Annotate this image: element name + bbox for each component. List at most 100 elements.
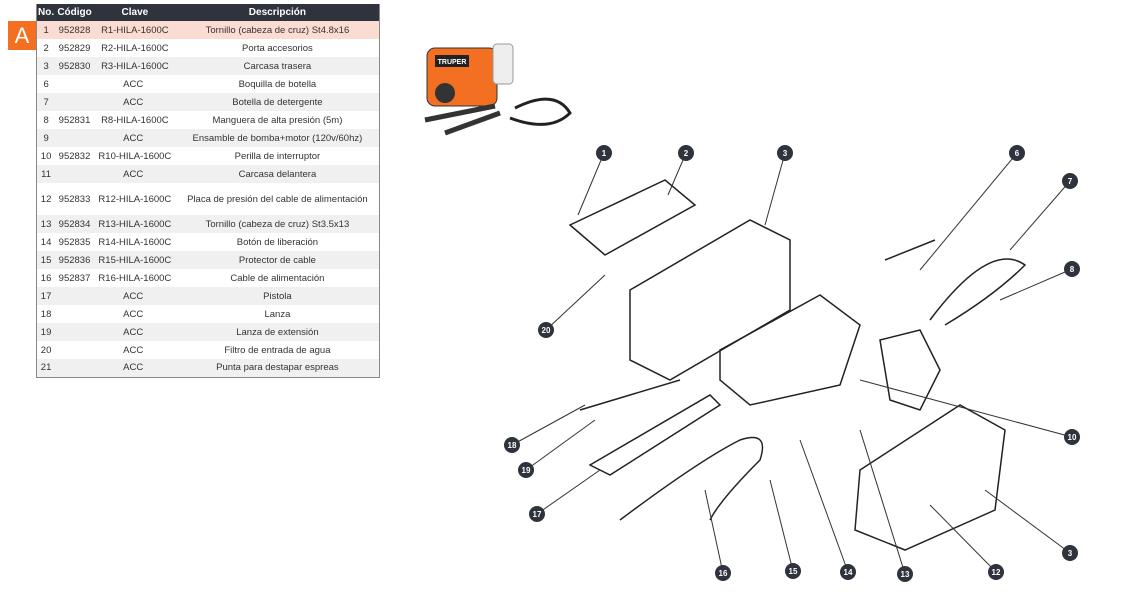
callout-number: 3 [1068, 549, 1073, 558]
cell-no: 7 [36, 93, 56, 111]
cell-no: 3 [36, 57, 56, 75]
hose [929, 258, 1027, 326]
callout-number: 7 [1068, 177, 1073, 186]
leader-line [1009, 180, 1071, 251]
product-photo: TRUPER [424, 43, 572, 136]
cell-codigo: 952830 [55, 57, 94, 75]
leader-line [764, 152, 786, 226]
leader-line [859, 379, 1073, 438]
leader-line [984, 489, 1071, 554]
cell-no: 21 [36, 359, 56, 377]
callout-number: 18 [508, 441, 517, 450]
callout-marker [1062, 173, 1078, 189]
cell-descripcion: Botón de liberación [236, 236, 319, 248]
callout-number: 8 [1070, 265, 1075, 274]
cell-no: 1 [36, 21, 56, 39]
cell-descripcion: Botella de detergente [175, 93, 380, 111]
header-descripcion: Descripción [175, 4, 380, 21]
brand-label: TRUPER [438, 59, 467, 66]
callout-marker [785, 563, 801, 579]
callout-marker [1064, 429, 1080, 445]
cell-descripcion: Lanza de extensión [175, 323, 380, 341]
cell-no: 15 [36, 251, 56, 269]
cell-codigo: 952836 [55, 251, 94, 269]
callout-marker [678, 145, 694, 161]
cell-clave: R2-HILA-1600C [101, 42, 169, 54]
cell-clave: R8-HILA-1600C [101, 114, 169, 126]
leader-line [545, 274, 606, 331]
detergent-bottle [879, 329, 941, 411]
cell-clave: R15-HILA-1600C [93, 251, 176, 269]
cell-acc: ACC [55, 323, 176, 341]
rear-housing [629, 219, 791, 381]
leader-line [704, 489, 724, 574]
cell-codigo: 952832 [58, 150, 91, 162]
cell-no: 18 [40, 308, 52, 320]
callout-marker [596, 145, 612, 161]
callout-marker [504, 437, 520, 453]
cell-descripcion: Filtro de entrada de agua [224, 344, 331, 356]
callout-marker [715, 565, 731, 581]
callout-number: 3 [783, 149, 788, 158]
callout-marker [1064, 261, 1080, 277]
callout-marker [840, 564, 856, 580]
cell-no: 12 [40, 193, 52, 205]
callout-number: 2 [684, 149, 689, 158]
cell-descripcion: Tornillo (cabeza de cruz) St3.5x13 [175, 215, 380, 233]
cell-codigo: 952828 [55, 21, 94, 39]
cell-descripcion: Punta para destapar espreas [175, 359, 380, 377]
cell-descripcion: Pistola [175, 287, 380, 305]
cell-clave: R16-HILA-1600C [98, 272, 172, 284]
leader-line [577, 152, 605, 216]
callout-number: 10 [1068, 433, 1077, 442]
cell-no: 9 [36, 129, 56, 147]
cell-acc: ACC [55, 93, 176, 111]
table-row: 18 ACC Lanza [37, 305, 380, 323]
cell-acc: ACC [123, 344, 144, 356]
cell-acc: ACC [55, 129, 176, 147]
cell-no: 13 [36, 215, 56, 233]
cell-acc: ACC [123, 308, 144, 320]
power-cable [619, 436, 764, 521]
cell-no: 11 [36, 165, 56, 183]
cell-no: 20 [40, 344, 52, 356]
cell-clave: R3-HILA-1600C [93, 57, 176, 75]
cell-codigo: 952835 [58, 236, 91, 248]
cell-descripcion: Manguera de alta presión (5m) [212, 114, 343, 126]
cell-descripcion: Protector de cable [175, 251, 380, 269]
cell-no: 19 [36, 323, 56, 341]
cell-no: 8 [43, 114, 49, 126]
cell-descripcion: Perilla de interruptor [234, 150, 321, 162]
header-codigo: Código [55, 4, 94, 21]
cell-descripcion: Placa de presión del cable de alimentaci… [187, 193, 368, 205]
header-clave: Clave [93, 4, 176, 21]
cell-clave: R13-HILA-1600C [93, 215, 176, 233]
leader-line [929, 504, 997, 573]
cell-descripcion: Cable de alimentación [230, 272, 325, 284]
callout-number: 1 [602, 149, 607, 158]
leader-line [999, 268, 1073, 301]
leader-line [859, 429, 906, 575]
cell-clave: R1-HILA-1600C [93, 21, 176, 39]
callout-number: 15 [789, 567, 798, 576]
cell-no: 14 [40, 236, 52, 248]
wand [884, 239, 936, 261]
cell-descripcion: Lanza [264, 308, 291, 320]
cell-clave: R12-HILA-1600C [98, 193, 172, 205]
cell-descripcion: Tornillo (cabeza de cruz) St4.8x16 [175, 21, 380, 39]
cell-no: 16 [40, 272, 52, 284]
cell-codigo: 952834 [55, 215, 94, 233]
